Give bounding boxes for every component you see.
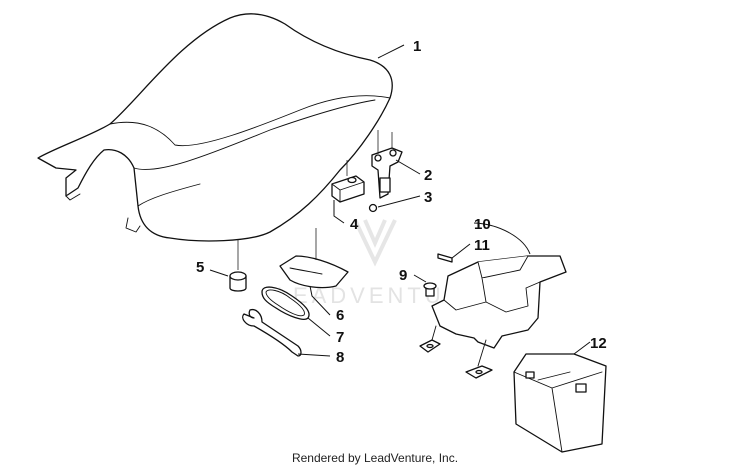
callout-10: 10 [474,216,491,233]
spanner-wrench [242,308,302,357]
callout-8: 8 [336,349,344,366]
callout-2: 2 [424,167,432,184]
latch [371,147,403,199]
footer-credit: Rendered by LeadVenture, Inc. [291,451,459,465]
callout-6: 6 [336,307,344,324]
callout-4: 4 [350,216,359,233]
callout-1: 1 [413,38,421,55]
bolt [423,282,437,297]
battery-bracket [419,255,567,379]
callout-7: 7 [336,329,344,346]
seat-pad [279,255,349,289]
leader-lines [209,44,591,357]
callout-11: 11 [474,237,490,254]
bumper [229,271,247,292]
callout-12: 12 [590,335,607,352]
seat-bracket [331,175,365,203]
battery [513,353,607,453]
callout-3: 3 [424,189,432,206]
callout-5: 5 [196,259,204,276]
screw [368,203,378,213]
callout-9: 9 [399,267,407,284]
small-screw [437,253,453,263]
seat [37,13,393,242]
strap [261,286,310,320]
